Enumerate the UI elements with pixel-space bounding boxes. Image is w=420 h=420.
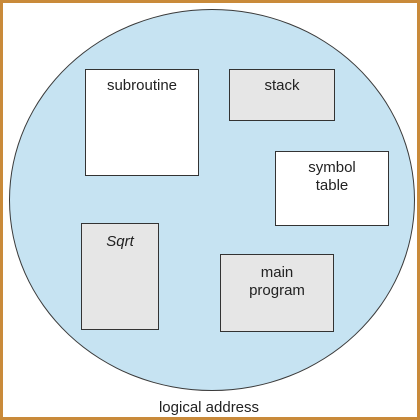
segment-subroutine: subroutine xyxy=(85,69,199,176)
segment-stack: stack xyxy=(229,69,335,121)
segment-main-program-label: main program xyxy=(249,264,305,299)
diagram-caption: logical address xyxy=(158,399,260,416)
segment-sqrt-label: Sqrt xyxy=(106,233,134,250)
segment-symbol-table-label: symbol table xyxy=(308,159,356,194)
segment-sqrt: Sqrt xyxy=(81,223,159,330)
segment-symbol-table: symbol table xyxy=(275,151,389,226)
segment-stack-label: stack xyxy=(264,77,300,94)
segment-subroutine-label: subroutine xyxy=(106,77,178,94)
segment-main-program: main program xyxy=(220,254,334,332)
